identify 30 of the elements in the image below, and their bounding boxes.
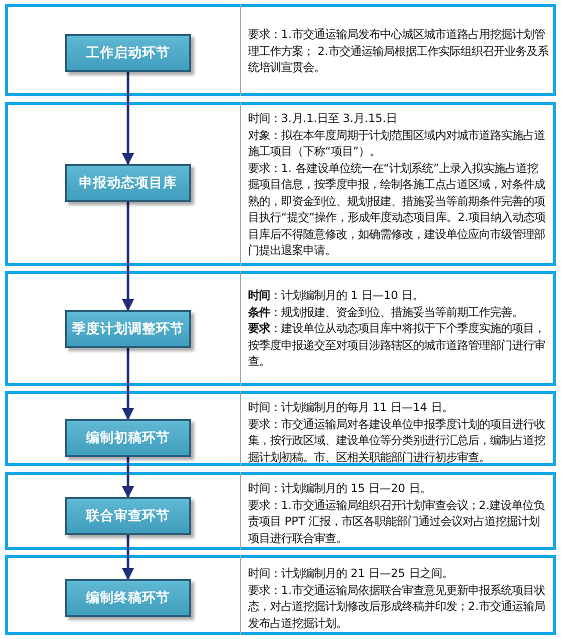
- description-text: 要求：1.市交通运输局发布中心城区城市道路占用挖掘计划管理工作方案； 2.市交通运输局根据工作实际组织召开业务及系统培训宣贯会。: [248, 27, 549, 76]
- description-text: 时间：计划编制月的 15 日—20 日。: [248, 481, 432, 497]
- description-text: 要求：1.市交通运输局依据联合审查意见更新申报系统项目状态，对占道挖掘计划修改后形成终稿并印发；2.市交通运输局发布占道挖掘计划。: [248, 582, 546, 632]
- description-text: 时间：3.月.1.日至 3.月.15.日: [248, 111, 398, 127]
- stage-box: 季度计划调整环节: [65, 310, 191, 348]
- stage-box: 编制终稿环节: [65, 579, 191, 617]
- stage-panel: [5, 102, 556, 266]
- stage-box: 工作启动环节: [65, 34, 191, 72]
- stage-box: 申报动态项目库: [65, 164, 191, 202]
- description-text: 要求：建设单位从动态项目库中将拟于下个季度实施的项目，按季度申报递交至对项目涉路辖区的城市道路管理部门进行审查。: [248, 321, 546, 370]
- stage-box: 联合审查环节: [65, 497, 191, 535]
- arrow: [122, 535, 134, 580]
- description-text: 时间：计划编制月的 1 日—10 日。: [248, 288, 425, 304]
- description-text: 要求：市交通运输局对各建设单位申报季度计划的项目进行收集，按行政区域、建设单位等分类别进行汇总后，编制占道挖掘计划初稿。市、区相关职能部门进行初步审查。: [248, 416, 546, 466]
- description-text: 要求：1.市交通运输局组织召开计划审查会议；2.建设单位负责项目 PPT 汇报，市区各职能部门通过会议对占道挖掘计划项目进行联合审查。: [248, 498, 546, 546]
- description-text: 条件：规划报建、资金到位、措施妥当等前期工作完善。: [248, 304, 524, 320]
- arrow: [122, 72, 134, 166]
- description-text: 时间：计划编制月的 21 日—25 日之间。: [248, 566, 454, 582]
- stage-panel: [5, 4, 556, 96]
- arrow: [122, 202, 134, 312]
- description-text: 对象：拟在本年度周期于计划范围区域内对城市道路实施占道施工项目（下称“项目”）。: [248, 128, 546, 160]
- stage-panel: [5, 472, 556, 550]
- description-text: 要求：1. 各建设单位统一在“计划系统”上录入拟实施占道挖掘项目信息，按季度申报，绘制各施工点占道区域，对条件成熟的，即资金到位、规划报建、措施妥当等前期条件完善的项目执行“提交”操作，形成年度动态项目库。2.项目纳入动态项目库后不得随意修改，如确需修改，建设单位应向市级管理部门提出退案申请。: [248, 160, 546, 259]
- arrow: [122, 457, 134, 498]
- stage-box: 编制初稿环节: [65, 419, 191, 457]
- stage-panel: [5, 555, 556, 635]
- stage-panel: [5, 391, 556, 466]
- description-text: 时间：计划编制月的每月 11 日—14 日。: [248, 400, 454, 416]
- arrow: [122, 348, 134, 420]
- stage-panel: [5, 271, 556, 386]
